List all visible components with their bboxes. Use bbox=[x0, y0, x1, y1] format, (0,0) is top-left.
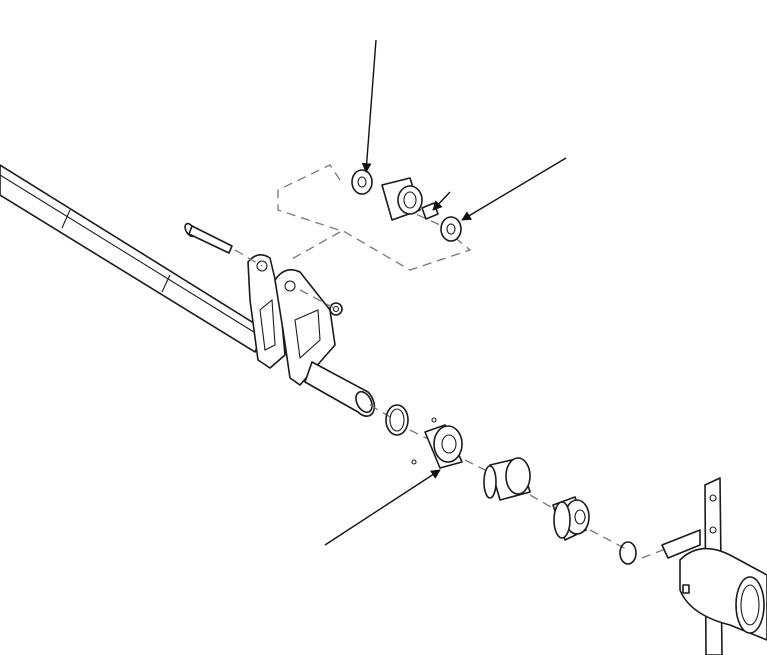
snap-ring-small bbox=[619, 541, 637, 565]
callout-arrow-collar bbox=[324, 469, 441, 546]
collar bbox=[411, 417, 463, 469]
callout-arrow-right bbox=[461, 157, 567, 221]
bushing-lower bbox=[483, 457, 531, 501]
callout-arrow-top bbox=[361, 39, 377, 173]
bolt bbox=[184, 222, 233, 254]
main-shaft bbox=[0, 164, 266, 353]
washer-right bbox=[440, 216, 462, 242]
washer-left bbox=[351, 169, 373, 195]
frame-hub-assembly bbox=[661, 477, 767, 655]
bracket-plate-front bbox=[274, 269, 336, 386]
sleeve-bushing-upper bbox=[381, 177, 423, 221]
assembly-guide-box bbox=[277, 164, 472, 271]
snap-ring-large bbox=[385, 404, 409, 436]
pivot-pin bbox=[304, 361, 376, 417]
assembly-guide-line bbox=[234, 231, 669, 559]
nut bbox=[329, 302, 343, 316]
callout-arrow-pin bbox=[432, 191, 451, 211]
hub bbox=[552, 496, 590, 541]
small-pin bbox=[421, 202, 439, 220]
